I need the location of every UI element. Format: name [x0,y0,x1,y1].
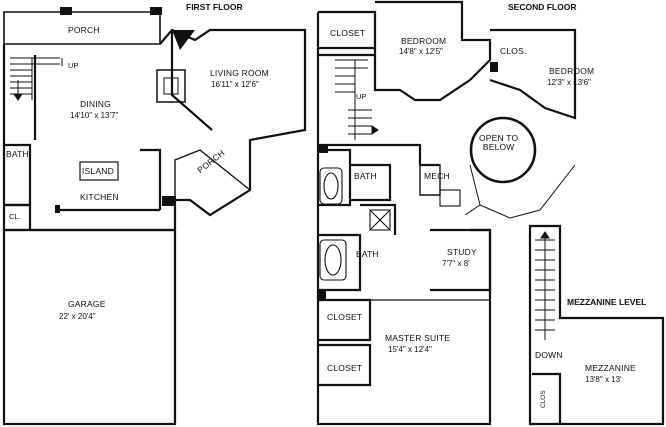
dining-label: DINING [80,99,111,109]
second-floor-walls [316,0,577,426]
dining-dimensions: 14'10" x 13'7" [70,111,119,120]
bedroom-1-label: BEDROOM [401,36,447,46]
bedroom-1-dimensions: 14'8" x 12'5" [399,47,443,56]
open-to-below-label: OPEN TO BELOW [479,133,519,153]
island-counter [79,161,119,181]
closet-mid-label: CLOSET [327,312,363,322]
second-floor-rail-lines [464,164,576,219]
first-floor-heading: FIRST FLOOR [186,2,243,12]
second-floor-bath-lower-label: BATH [356,249,379,259]
island-label: ISLAND [82,166,114,176]
closet-top-label: CLOSET [330,28,366,38]
living-room-dimensions: 16'11" x 12'6" [211,80,259,89]
second-floor-wall-blocks [318,62,498,300]
bedroom-2-closet-label: CLOS. [500,46,527,56]
master-suite-dimensions: 15'4" x 12'4" [388,345,432,354]
mezzanine-down-label: DOWN [535,350,563,360]
mech-label: MECH [424,171,450,181]
closet-bottom-label: CLOSET [327,363,363,373]
fireplace [156,69,186,103]
kitchen-label: KITCHEN [80,192,119,202]
first-floor-bath-label: BATH [6,149,29,159]
mezzanine-dimensions: 13'8" x 13' [585,375,622,384]
study-dimensions: 7'7" x 8' [442,259,470,268]
garage-outline [2,228,177,426]
second-floor-up-label: UP [356,92,367,101]
first-floor-wall-blocks [55,7,195,213]
garage-label: GARAGE [68,299,106,309]
porch-top-label: PORCH [68,25,100,35]
garage-dimensions: 22' x 20'4" [59,312,96,321]
mezzanine-walls [528,224,665,426]
living-room-label: LIVING ROOM [210,68,269,78]
first-floor-walls [2,11,307,232]
bedroom-2-dimensions: 12'3" x 13'6" [547,78,591,87]
mezzanine-closet-label: CLOS [540,390,547,408]
second-floor-heading: SECOND FLOOR [508,2,577,12]
open-to-below-rail [469,116,537,184]
mezzanine-label: MEZZANINE [585,363,636,373]
first-floor-closet-label: CL. [9,212,21,221]
second-floor-bath-upper-label: BATH [354,171,377,181]
mezzanine-stairs [535,231,555,340]
mezzanine-level-heading: MEZZANINE LEVEL [567,297,647,307]
first-floor-up-label: UP [68,61,79,70]
first-floor-stairs [10,57,63,101]
master-suite-label: MASTER SUITE [385,333,451,343]
study-label: STUDY [447,247,477,257]
second-floor-stairs [335,59,379,140]
bedroom-2-label: BEDROOM [549,66,595,76]
bath-fixtures [319,167,461,281]
